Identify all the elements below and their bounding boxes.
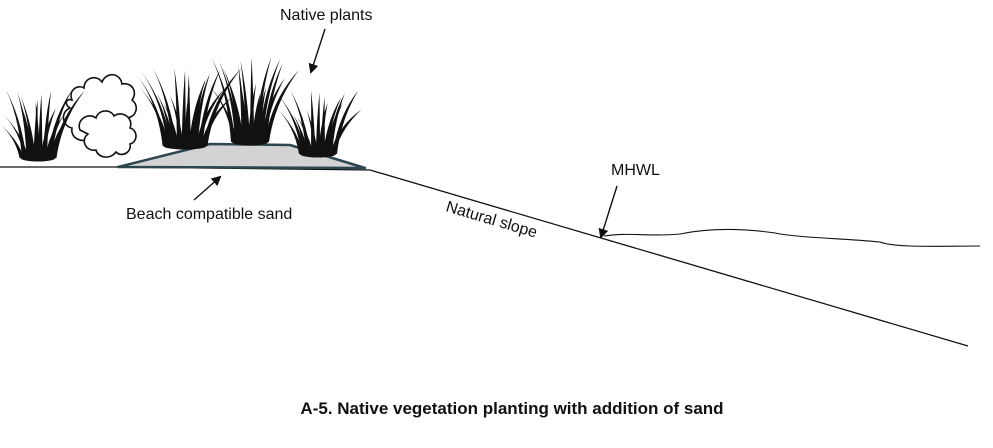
grass-base bbox=[20, 154, 56, 162]
grass-blade bbox=[327, 93, 345, 154]
grass-blade bbox=[181, 70, 187, 146]
grass-blade bbox=[193, 73, 210, 146]
grass-blade bbox=[258, 59, 281, 142]
mhwl-label: MHWL bbox=[611, 162, 660, 179]
native-plants-arrow bbox=[308, 28, 326, 74]
grass-blade bbox=[202, 68, 242, 146]
grass-blade bbox=[141, 70, 172, 146]
grass-blade bbox=[275, 91, 306, 154]
beach-sand-label: Beach compatible sand bbox=[126, 206, 292, 223]
grass-blade bbox=[249, 57, 255, 142]
grass-blade bbox=[169, 94, 184, 146]
grass-clump-icon bbox=[275, 90, 362, 158]
grass-blade bbox=[198, 69, 221, 146]
grass-blade bbox=[21, 105, 34, 158]
grass-blade bbox=[222, 67, 244, 142]
grass-layer bbox=[0, 57, 362, 162]
water-surface-line bbox=[603, 228, 981, 247]
grass-blade bbox=[47, 90, 72, 158]
grass-blade bbox=[323, 97, 342, 154]
beach-sand-arrow bbox=[193, 175, 222, 201]
grass-blade bbox=[162, 102, 179, 146]
mhwl-arrow bbox=[598, 185, 618, 239]
grass-blade bbox=[206, 81, 238, 142]
grass-clump-icon bbox=[137, 68, 242, 150]
grass-blade bbox=[252, 93, 261, 142]
grass-clump-icon bbox=[206, 57, 300, 146]
figure-caption: A-5. Native vegetation planting with add… bbox=[300, 399, 723, 418]
grass-blade bbox=[240, 60, 251, 143]
grass-blade bbox=[200, 97, 232, 146]
grass-blade bbox=[332, 90, 359, 154]
shrub-icon bbox=[62, 73, 138, 158]
native-plants-label: Native plants bbox=[280, 7, 373, 24]
grass-base bbox=[163, 142, 207, 150]
grass-blade bbox=[42, 91, 52, 158]
grass-base bbox=[300, 150, 336, 158]
grass-blade bbox=[320, 97, 325, 154]
natural-slope-label: Natural slope bbox=[444, 199, 539, 242]
grass-blade bbox=[315, 93, 321, 154]
grass-blade bbox=[186, 74, 191, 146]
grass-blade bbox=[38, 94, 43, 158]
grass-blade bbox=[219, 61, 240, 143]
grass-blade bbox=[290, 90, 311, 154]
grass-blade bbox=[275, 106, 304, 154]
grass-blade bbox=[52, 90, 85, 158]
grass-blade bbox=[1, 112, 29, 158]
grass-blade bbox=[156, 93, 175, 146]
grass-blade bbox=[306, 109, 318, 154]
grass-base bbox=[232, 138, 268, 146]
grass-blade bbox=[20, 96, 36, 158]
grass-blade bbox=[17, 92, 31, 158]
grass-blade bbox=[225, 73, 242, 142]
grass-blade bbox=[0, 124, 24, 158]
grass-blade bbox=[152, 68, 177, 146]
grass-blade bbox=[137, 85, 170, 146]
grass-clump-icon bbox=[0, 90, 85, 162]
grass-blade bbox=[292, 113, 309, 154]
grass-blade bbox=[262, 63, 283, 143]
grass-blade bbox=[256, 87, 267, 142]
grass-blade bbox=[264, 69, 300, 142]
ground-line bbox=[0, 166, 969, 347]
grass-blade bbox=[297, 116, 313, 154]
